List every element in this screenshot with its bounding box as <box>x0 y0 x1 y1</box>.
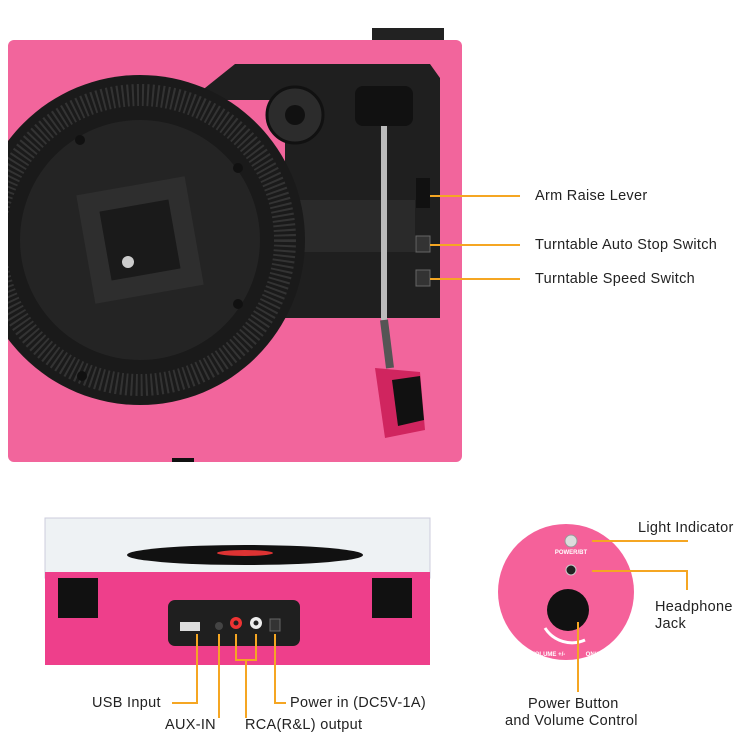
callout-rca-output: RCA(R&L) output <box>245 717 363 733</box>
panel-callout-lines <box>577 540 688 692</box>
callout-headphone-jack: Jack <box>655 616 687 632</box>
arm-raise-lever <box>416 178 430 208</box>
turntable-rear-view <box>44 517 431 718</box>
speed-switch <box>415 269 431 287</box>
deck-plate <box>190 64 440 318</box>
auto-stop-switch <box>415 235 431 253</box>
hinge-left <box>58 578 98 618</box>
rear-callout-lines <box>172 634 286 718</box>
callout-power-button: Power Button <box>528 696 619 712</box>
aux-port <box>215 622 223 630</box>
callout-headphone: Headphone <box>655 599 733 615</box>
top-callout-lines <box>430 195 520 280</box>
callout-auto-stop-switch: Turntable Auto Stop Switch <box>535 237 718 253</box>
callout-light-indicator: Light Indicator <box>638 520 734 536</box>
callout-volume-control: and Volume Control <box>505 713 638 729</box>
turntable-top-view <box>8 28 520 462</box>
headphone-jack <box>565 564 577 576</box>
power-port <box>269 618 281 632</box>
callout-usb-input: USB Input <box>92 695 161 711</box>
svg-text:ON/OFF: ON/OFF <box>586 652 609 658</box>
callout-power-in: Power in (DC5V-1A) <box>290 695 426 711</box>
hinge-right <box>372 578 412 618</box>
callout-arm-raise-lever: Arm Raise Lever <box>535 188 648 204</box>
svg-text:VOLUME +/-: VOLUME +/- <box>531 652 566 658</box>
power-volume-knob <box>547 589 589 631</box>
tonearm[interactable] <box>355 86 425 438</box>
spindle <box>122 256 134 268</box>
light-indicator <box>564 534 578 548</box>
power-bt-print: POWER/BT <box>555 550 588 556</box>
callout-aux-in: AUX-IN <box>165 717 216 733</box>
callout-speed-switch: Turntable Speed Switch <box>535 271 696 287</box>
control-panel: POWER/BT VOLUME +/- ON/OFF <box>498 524 688 692</box>
usb-port <box>180 622 200 631</box>
knob <box>172 458 194 462</box>
